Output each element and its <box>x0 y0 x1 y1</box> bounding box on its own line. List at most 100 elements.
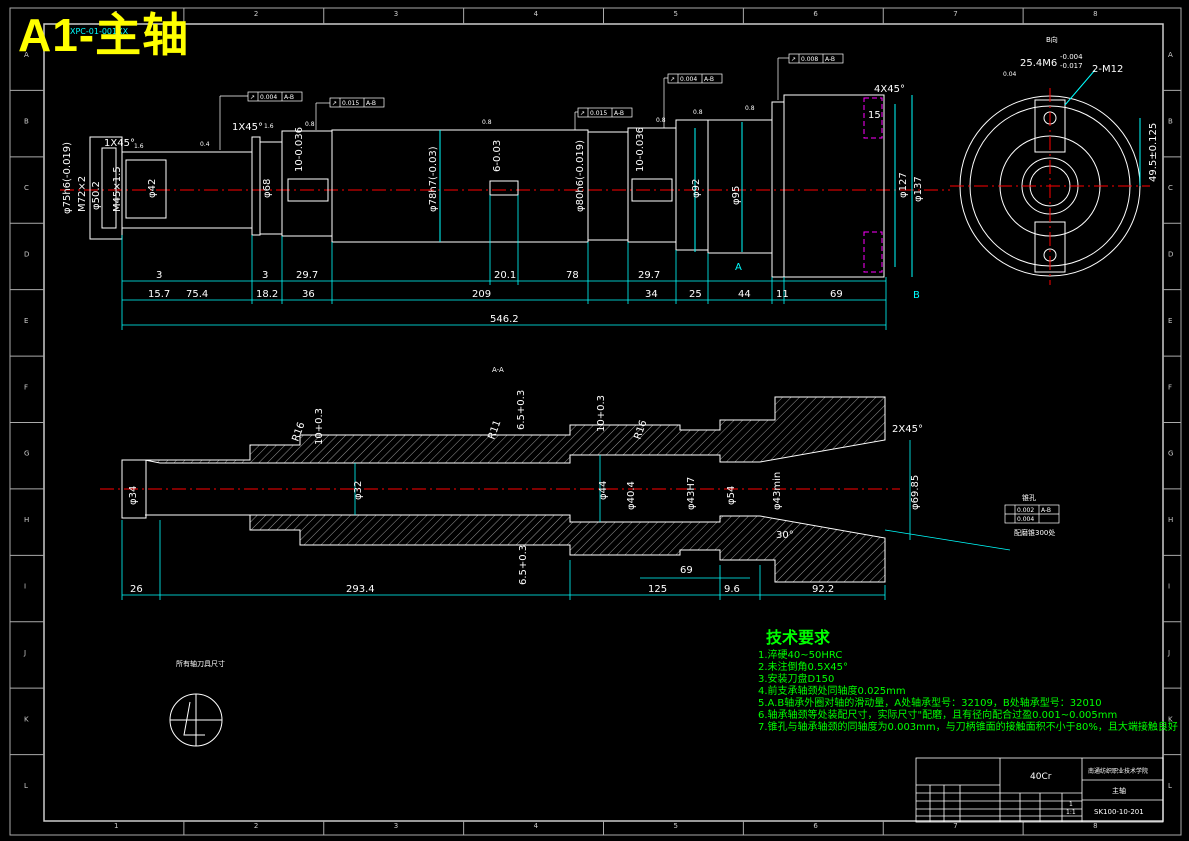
zone-row-label: J <box>1167 649 1170 657</box>
dim-lower-44: 44 <box>738 289 751 300</box>
zone-row-label: E <box>24 317 28 325</box>
dim-80: φ80h6(-0.019) <box>575 140 586 212</box>
section-dim-2934: 293.4 <box>346 584 375 595</box>
section-dia-34: φ34 <box>128 486 139 505</box>
roughness-3: 0.8 <box>656 117 666 124</box>
thread-detail <box>125 159 167 219</box>
zone-column-label: 2 <box>254 10 258 18</box>
zone-row-label: D <box>1168 250 1173 258</box>
flange-tapped-hole-bottom <box>863 231 883 273</box>
zone-column-label: 4 <box>534 10 539 18</box>
section-upper-wall <box>144 396 886 464</box>
zone-row-label: E <box>1168 317 1172 325</box>
main-view <box>60 94 950 278</box>
section-label: A-A <box>492 366 504 374</box>
roughness-4: 0.8 <box>693 109 703 116</box>
zone-row-label: F <box>24 383 28 391</box>
main-view-texts: φ75h6(-0.019) M72×2 φ50.2 M45×1.5 φ42 φ6… <box>62 27 924 325</box>
end-view-dim-vertical: 49.5±0.125 <box>1148 123 1159 182</box>
section-taper-datum: A-B <box>1041 507 1051 514</box>
section-dia-44: φ44 <box>598 481 609 500</box>
tf2-datum: A-B <box>366 100 376 107</box>
section-dia-32: φ32 <box>353 481 364 500</box>
zone-column-label: 8 <box>1093 822 1097 830</box>
zone-row-label: H <box>1168 516 1173 524</box>
main-dimension-lines <box>121 195 887 330</box>
tolerance-frame-texts: ↗ 0.004 A-B ↗ 0.015 A-B ↗ 0.015 A-B ↗ 0.… <box>250 56 835 117</box>
dim-95: φ95 <box>731 186 742 205</box>
tf3-sym: ↗ <box>580 110 585 117</box>
tf1-datum: A-B <box>284 94 294 101</box>
zone-row-label: G <box>1168 450 1173 458</box>
zone-row-label: B <box>24 118 29 126</box>
zone-row-label: L <box>24 782 28 790</box>
end-view-label: B向 <box>1046 35 1058 44</box>
section-dim-125: 125 <box>648 584 667 595</box>
zone-row-label: K <box>1168 715 1173 723</box>
section-taper-frame-1: 0.002 <box>1017 507 1034 514</box>
end-view-thread-tol-upper: -0.004 <box>1060 53 1083 61</box>
shaft-segment-75 <box>281 130 333 237</box>
keyway-3 <box>631 178 673 202</box>
tf4-datum: A-B <box>704 76 714 83</box>
tech-requirement-item: 6.轴承轴颈等处装配尺寸，实际尺寸"配磨，且有径向配合过盈0.001~0.005… <box>758 710 1118 721</box>
dim-lower-754: 75.4 <box>186 289 208 300</box>
keyway-dim-1: 10-0.036 <box>294 127 305 172</box>
zone-row-label: I <box>24 583 26 591</box>
zone-column-label: 4 <box>534 822 539 830</box>
dim-upper-3b: 3 <box>262 270 268 281</box>
zone-column-label: 7 <box>953 10 957 18</box>
tech-requirement-item: 5.A.B轴承外圈对轴的滑动量，A处轴承型号：32109，B处轴承型号：3201… <box>758 698 1102 709</box>
dim-upper-297b: 29.7 <box>638 270 660 281</box>
tf3-val: 0.015 <box>590 110 607 117</box>
roughness-8: 0.4 <box>200 141 210 148</box>
dim-92: φ92 <box>691 179 702 198</box>
section-groove-2: 6.5+0.3 <box>516 390 527 430</box>
datum-a-label: A <box>735 262 742 273</box>
section-taper-angle: 30° <box>776 530 794 541</box>
roughness-6: 1.6 <box>134 143 144 150</box>
tech-requirement-item: 2.未注倒角0.5X45° <box>758 662 849 673</box>
zone-column-label: 1 <box>114 10 118 18</box>
roughness-1: 0.8 <box>305 121 315 128</box>
tf5-datum: A-B <box>825 56 835 63</box>
tf5-val: 0.008 <box>801 56 818 63</box>
title-block <box>915 757 1164 823</box>
section-dia-43h7: φ43H7 <box>686 477 697 510</box>
zone-column-label: 3 <box>394 10 398 18</box>
roughness-marks: 0.8 0.8 0.8 0.8 0.8 1.6 1.6 0.4 <box>134 105 755 150</box>
tf4-sym: ↗ <box>670 76 675 83</box>
dim-lower-11: 11 <box>776 289 789 300</box>
tf1-val: 0.004 <box>260 94 277 101</box>
section-taper-callout-title: 锥孔 <box>1022 493 1036 502</box>
zone-column-label: 8 <box>1093 10 1097 18</box>
dim-127: φ127 <box>898 172 909 198</box>
dim-75: φ75h6(-0.019) <box>62 142 73 214</box>
sheet-title: A1-主轴 <box>18 9 190 61</box>
section-groove-4: 6.5+0.3 <box>518 545 529 585</box>
section-view-texts: A-A 26 293.4 125 9.6 92.2 69 φ34 φ32 φ44… <box>128 366 1055 595</box>
section-groove-1: 10+0.3 <box>314 408 325 445</box>
end-view <box>950 69 1150 285</box>
section-view <box>100 396 1060 600</box>
tb-scale: 1:1 <box>1066 809 1076 816</box>
zone-row-label: C <box>24 184 29 192</box>
dim-upper-78: 78 <box>566 270 579 281</box>
dim-upper-297a: 29.7 <box>296 270 318 281</box>
shaft-segment-80 <box>587 131 629 241</box>
shaft-collar <box>251 136 261 236</box>
zone-column-label: 7 <box>953 822 957 830</box>
end-view-thread-tol-lower: -0.017 <box>1060 62 1083 70</box>
tech-requirement-item: 4.前支承轴颈处同轴度0.025mm <box>758 686 906 697</box>
tech-requirement-item: 3.安装刀盘D150 <box>758 674 835 685</box>
dim-m45: M45×1.5 <box>112 166 123 212</box>
section-dia-43min: φ43min <box>772 472 783 510</box>
zone-row-label: D <box>24 250 29 258</box>
tb-part-name: 主轴 <box>1112 786 1126 795</box>
zone-column-label: 2 <box>254 822 258 830</box>
section-dia-6985: φ69.85 <box>910 475 921 510</box>
section-dim-26: 26 <box>130 584 143 595</box>
zone-row-label: K <box>24 715 29 723</box>
